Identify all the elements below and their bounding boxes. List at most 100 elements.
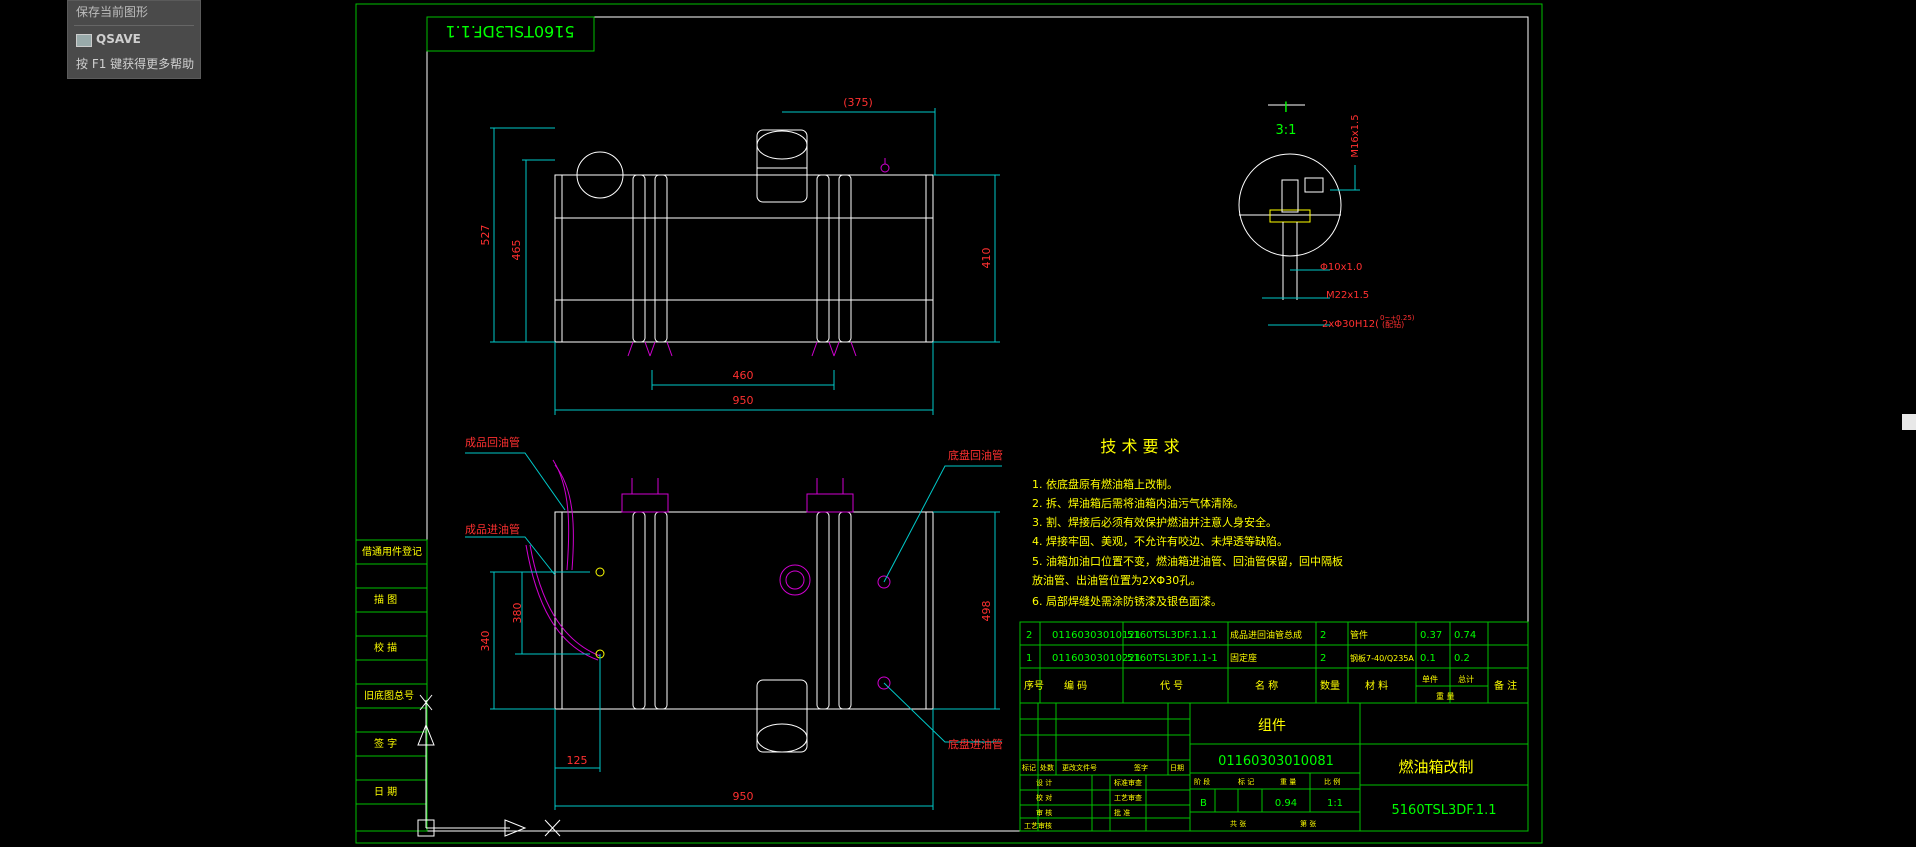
tb-name: 燃油箱改制	[1398, 758, 1473, 776]
tb-label: 更改文件号	[1062, 763, 1097, 772]
tb-label: 标准审查	[1114, 778, 1142, 787]
title-stamp: 5160TSL3DF.1.1	[445, 22, 574, 41]
tb-label: 批 准	[1114, 808, 1130, 817]
bom-cell: 5160TSL3DF.1.1-1	[1127, 653, 1218, 664]
side-labels: 借通用件登记 描 图 校 描 旧底图总号 签 字 日 期	[362, 545, 422, 798]
detail-note: 0~+0.25)	[1380, 314, 1415, 322]
detail-scale: 3:1	[1276, 123, 1297, 138]
detail-dimensions	[1262, 165, 1360, 326]
top-view	[554, 129, 934, 343]
tb-label: 第 张	[1300, 819, 1316, 828]
bom-cell: 2	[1320, 630, 1326, 641]
dim-125: 125	[567, 754, 588, 767]
top-view-strap-feet	[627, 158, 890, 357]
bom-cell: 0.74	[1454, 630, 1476, 641]
bottom-view-fittings	[525, 459, 891, 690]
bom-cell: 2	[1320, 653, 1326, 664]
bom-header: 序号 编 码 代 号 名 称 数量 材 料 单件 总计 备 注 重 量	[1024, 674, 1517, 701]
dim-950-top: 950	[733, 394, 754, 407]
tb-scale: 1:1	[1327, 798, 1343, 809]
tech-item: 1. 依底盘原有燃油箱上改制。	[1032, 477, 1178, 491]
bom-cell: 钢板7-40/Q235A	[1350, 653, 1414, 663]
detail-m22: M22x1.5	[1326, 290, 1369, 301]
detail-m16: M16x1.5	[1350, 114, 1361, 157]
bom-cell: 管件	[1350, 629, 1368, 641]
tb-label: 标 记	[1238, 777, 1254, 786]
tb-label: 校 对	[1036, 793, 1052, 802]
title-block-grid	[1019, 702, 1529, 832]
bottom-view-dimensions	[465, 452, 1002, 810]
tooltip-help: 按 F1 键获得更多帮助	[76, 57, 195, 71]
side-label: 校 描	[374, 641, 397, 654]
tb-label: 日期	[1170, 764, 1184, 772]
bom-cell: 5160TSL3DF.1.1.1	[1127, 630, 1217, 641]
callout-return-right: 底盘回油管	[948, 448, 1003, 462]
bom-cell: 固定座	[1230, 652, 1257, 664]
dim-340: 340	[479, 631, 492, 652]
detail-roman: I	[1284, 100, 1288, 116]
dim-410: 410	[980, 248, 993, 269]
dim-380: 380	[511, 603, 524, 624]
tech-heading: 技 术 要 求	[1100, 437, 1179, 456]
bom-cell: 01160303010121	[1052, 630, 1141, 641]
tb-label: 处数	[1040, 763, 1054, 772]
side-label: 借通用件登记	[362, 545, 422, 558]
bom-cell: 1	[1026, 653, 1032, 664]
bom-header-cell: 代 号	[1160, 680, 1183, 692]
tb-weight: 0.94	[1275, 798, 1297, 809]
tb-label: 审 核	[1036, 808, 1052, 817]
tooltip-divider	[74, 25, 194, 26]
tb-stage: B	[1200, 798, 1207, 809]
side-label: 签 字	[374, 737, 397, 750]
bom-cell: 0.2	[1454, 653, 1470, 664]
bom-header-cell: 编 码	[1064, 679, 1087, 692]
side-label: 描 图	[374, 593, 397, 606]
tb-label: 比 例	[1324, 777, 1340, 786]
detail-view	[1238, 104, 1342, 300]
bom-header-cell: 序号	[1024, 679, 1044, 692]
bom-row: 2 01160303010121 5160TSL3DF.1.1.1 成品进回油管…	[1026, 629, 1476, 641]
dim-465: 465	[510, 240, 523, 261]
bom-header-cell: 备 注	[1494, 679, 1517, 692]
dim-460: 460	[733, 369, 754, 382]
callout-feed-right: 底盘进油管	[948, 737, 1003, 751]
tb-label: 共 张	[1230, 819, 1246, 828]
bom-header-cell: 材 料	[1365, 679, 1388, 692]
tb-label: 设 计	[1036, 778, 1052, 787]
bom-cell: 成品进回油管总成	[1230, 629, 1302, 641]
bom-header-cell: 总计	[1458, 674, 1474, 684]
dim-527: 527	[479, 225, 492, 246]
bom-header-cell: 单件	[1422, 674, 1438, 684]
bottom-view	[554, 511, 934, 753]
tb-category: 组件	[1258, 718, 1286, 734]
inner-frame	[426, 16, 1529, 832]
dim-375: (375)	[843, 96, 873, 109]
bom-cell: 2	[1026, 630, 1032, 641]
tb-label: 工艺审查	[1114, 793, 1142, 802]
bottom-view-pipe-ends	[595, 567, 605, 659]
dim-950-bottom: 950	[733, 790, 754, 803]
tech-item: 2. 拆、焊油箱后需将油箱内油污气体清除。	[1032, 496, 1244, 510]
detail-phi: Φ10x1.0	[1320, 262, 1362, 273]
command-tooltip: 保存当前图形 QSAVE 按 F1 键获得更多帮助	[67, 0, 201, 79]
tb-label: 工艺审核	[1024, 821, 1052, 830]
ucs-icon	[417, 694, 561, 837]
outer-frame	[355, 3, 1543, 844]
tb-labels: 标记 处数 更改文件号 签字 日期 设 计 标准审查 校 对 工艺审查 审 核 …	[1022, 763, 1340, 830]
side-label: 旧底图总号	[364, 689, 414, 702]
tech-item: 3. 割、焊接后必须有效保护燃油并注意人身安全。	[1032, 515, 1277, 529]
bom-header-cell: 数量	[1320, 679, 1340, 692]
bom-weight-label: 重 量	[1436, 691, 1455, 701]
bom-table-grid	[1019, 621, 1529, 704]
title-stamp-box	[426, 16, 595, 52]
bom-cell: 0.37	[1420, 630, 1442, 641]
tb-label: 重 量	[1280, 778, 1296, 786]
tooltip-command: QSAVE	[96, 32, 141, 46]
bom-row: 1 01160303010221 5160TSL3DF.1.1-1 固定座 2 …	[1026, 652, 1470, 664]
tech-item: 5. 油箱加油口位置不变，燃油箱进油管、回油管保留，回中隔板	[1032, 554, 1343, 568]
bom-cell: 01160303010221	[1052, 653, 1141, 664]
tb-drawing-no: 5160TSL3DF.1.1	[1392, 803, 1497, 818]
left-revision-column	[355, 539, 428, 832]
scrollbar-thumb[interactable]	[1902, 414, 1916, 430]
